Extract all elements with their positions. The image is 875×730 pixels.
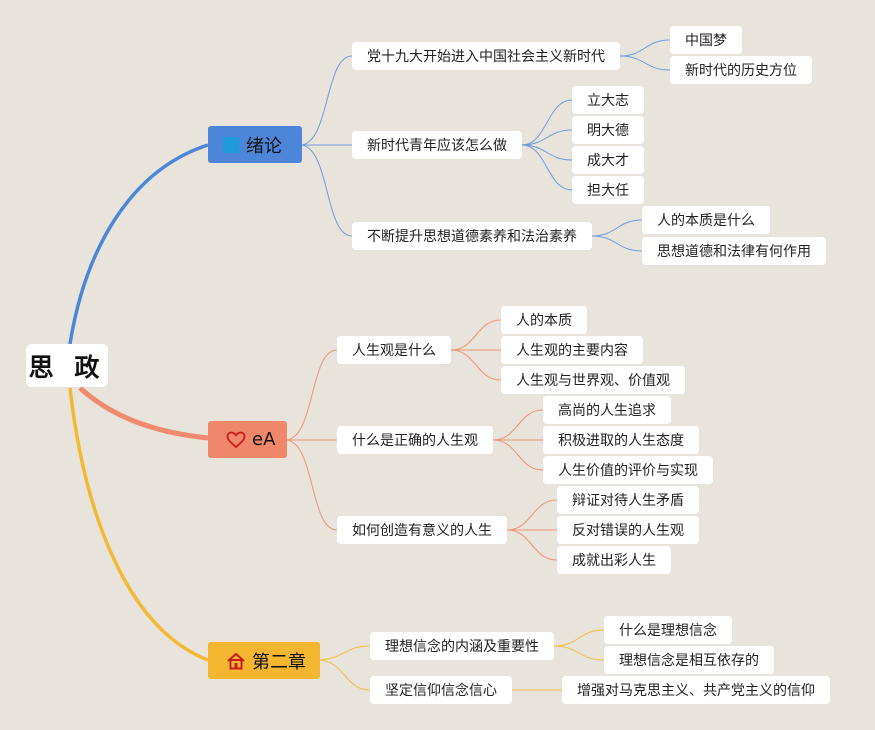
leaf-interdependent[interactable]: 理想信念是相互依存的 (604, 646, 774, 674)
topic-moral-legal[interactable]: 不断提升思想道德素养和法治素养 (352, 222, 592, 250)
ch2-links (319, 629, 605, 691)
root-node[interactable]: 思 政 (26, 344, 108, 387)
topic-new-era[interactable]: 党十九大开始进入中国社会主义新时代 (352, 42, 620, 70)
leaf-moral-law-role[interactable]: 思想道德和法律有何作用 (642, 237, 826, 265)
leaf-virtue[interactable]: 明大德 (572, 116, 644, 144)
category-life[interactable]: eA (208, 421, 287, 458)
root-to-life-link (78, 386, 209, 441)
leaf-value-evaluation[interactable]: 人生价值的评价与实现 (543, 456, 713, 484)
category-life-label: eA (252, 429, 276, 450)
topic-what-outlook[interactable]: 人生观是什么 (337, 336, 451, 364)
leaf-oppose-wrong[interactable]: 反对错误的人生观 (557, 516, 699, 544)
heart-outline-icon (226, 431, 246, 449)
leaf-human-nature[interactable]: 人的本质是什么 (642, 206, 770, 234)
leaf-noble-pursuit[interactable]: 高尚的人生追求 (543, 396, 671, 424)
category-intro[interactable]: 绪论 (208, 126, 302, 163)
leaf-historical-position[interactable]: 新时代的历史方位 (670, 56, 812, 84)
leaf-worldview-values[interactable]: 人生观与世界观、价值观 (501, 366, 685, 394)
leaf-what-ideal[interactable]: 什么是理想信念 (604, 616, 732, 644)
category-ch2-label: 第二章 (252, 651, 306, 673)
topic-meaningful-life[interactable]: 如何创造有意义的人生 (337, 516, 507, 544)
root-to-ch2-link (68, 387, 209, 662)
leaf-china-dream[interactable]: 中国梦 (670, 26, 742, 54)
root-to-intro-link (68, 143, 209, 345)
topic-firm-belief[interactable]: 坚定信仰信念信心 (370, 676, 512, 704)
category-ch2[interactable]: 第二章 (208, 642, 320, 679)
house-icon (226, 652, 246, 670)
topic-youth-duty[interactable]: 新时代青年应该怎么做 (352, 131, 522, 159)
topic-correct-outlook[interactable]: 什么是正确的人生观 (337, 426, 493, 454)
category-intro-label: 绪论 (246, 135, 282, 157)
leaf-ambition[interactable]: 立大志 (572, 86, 644, 114)
leaf-positive-attitude[interactable]: 积极进取的人生态度 (543, 426, 699, 454)
blue-square-icon (222, 136, 240, 154)
leaf-dialectic[interactable]: 辩证对待人生矛盾 (557, 486, 699, 514)
leaf-main-content[interactable]: 人生观的主要内容 (501, 336, 643, 364)
leaf-essence[interactable]: 人的本质 (501, 306, 587, 334)
life-links (286, 319, 558, 561)
leaf-brilliant-life[interactable]: 成就出彩人生 (557, 546, 671, 574)
leaf-talent[interactable]: 成大才 (572, 146, 644, 174)
intro-links (301, 39, 671, 252)
topic-ideal-meaning[interactable]: 理想信念的内涵及重要性 (370, 632, 554, 660)
leaf-strengthen-faith[interactable]: 增强对马克思主义、共产党主义的信仰 (562, 676, 830, 704)
leaf-responsibility[interactable]: 担大任 (572, 176, 644, 204)
